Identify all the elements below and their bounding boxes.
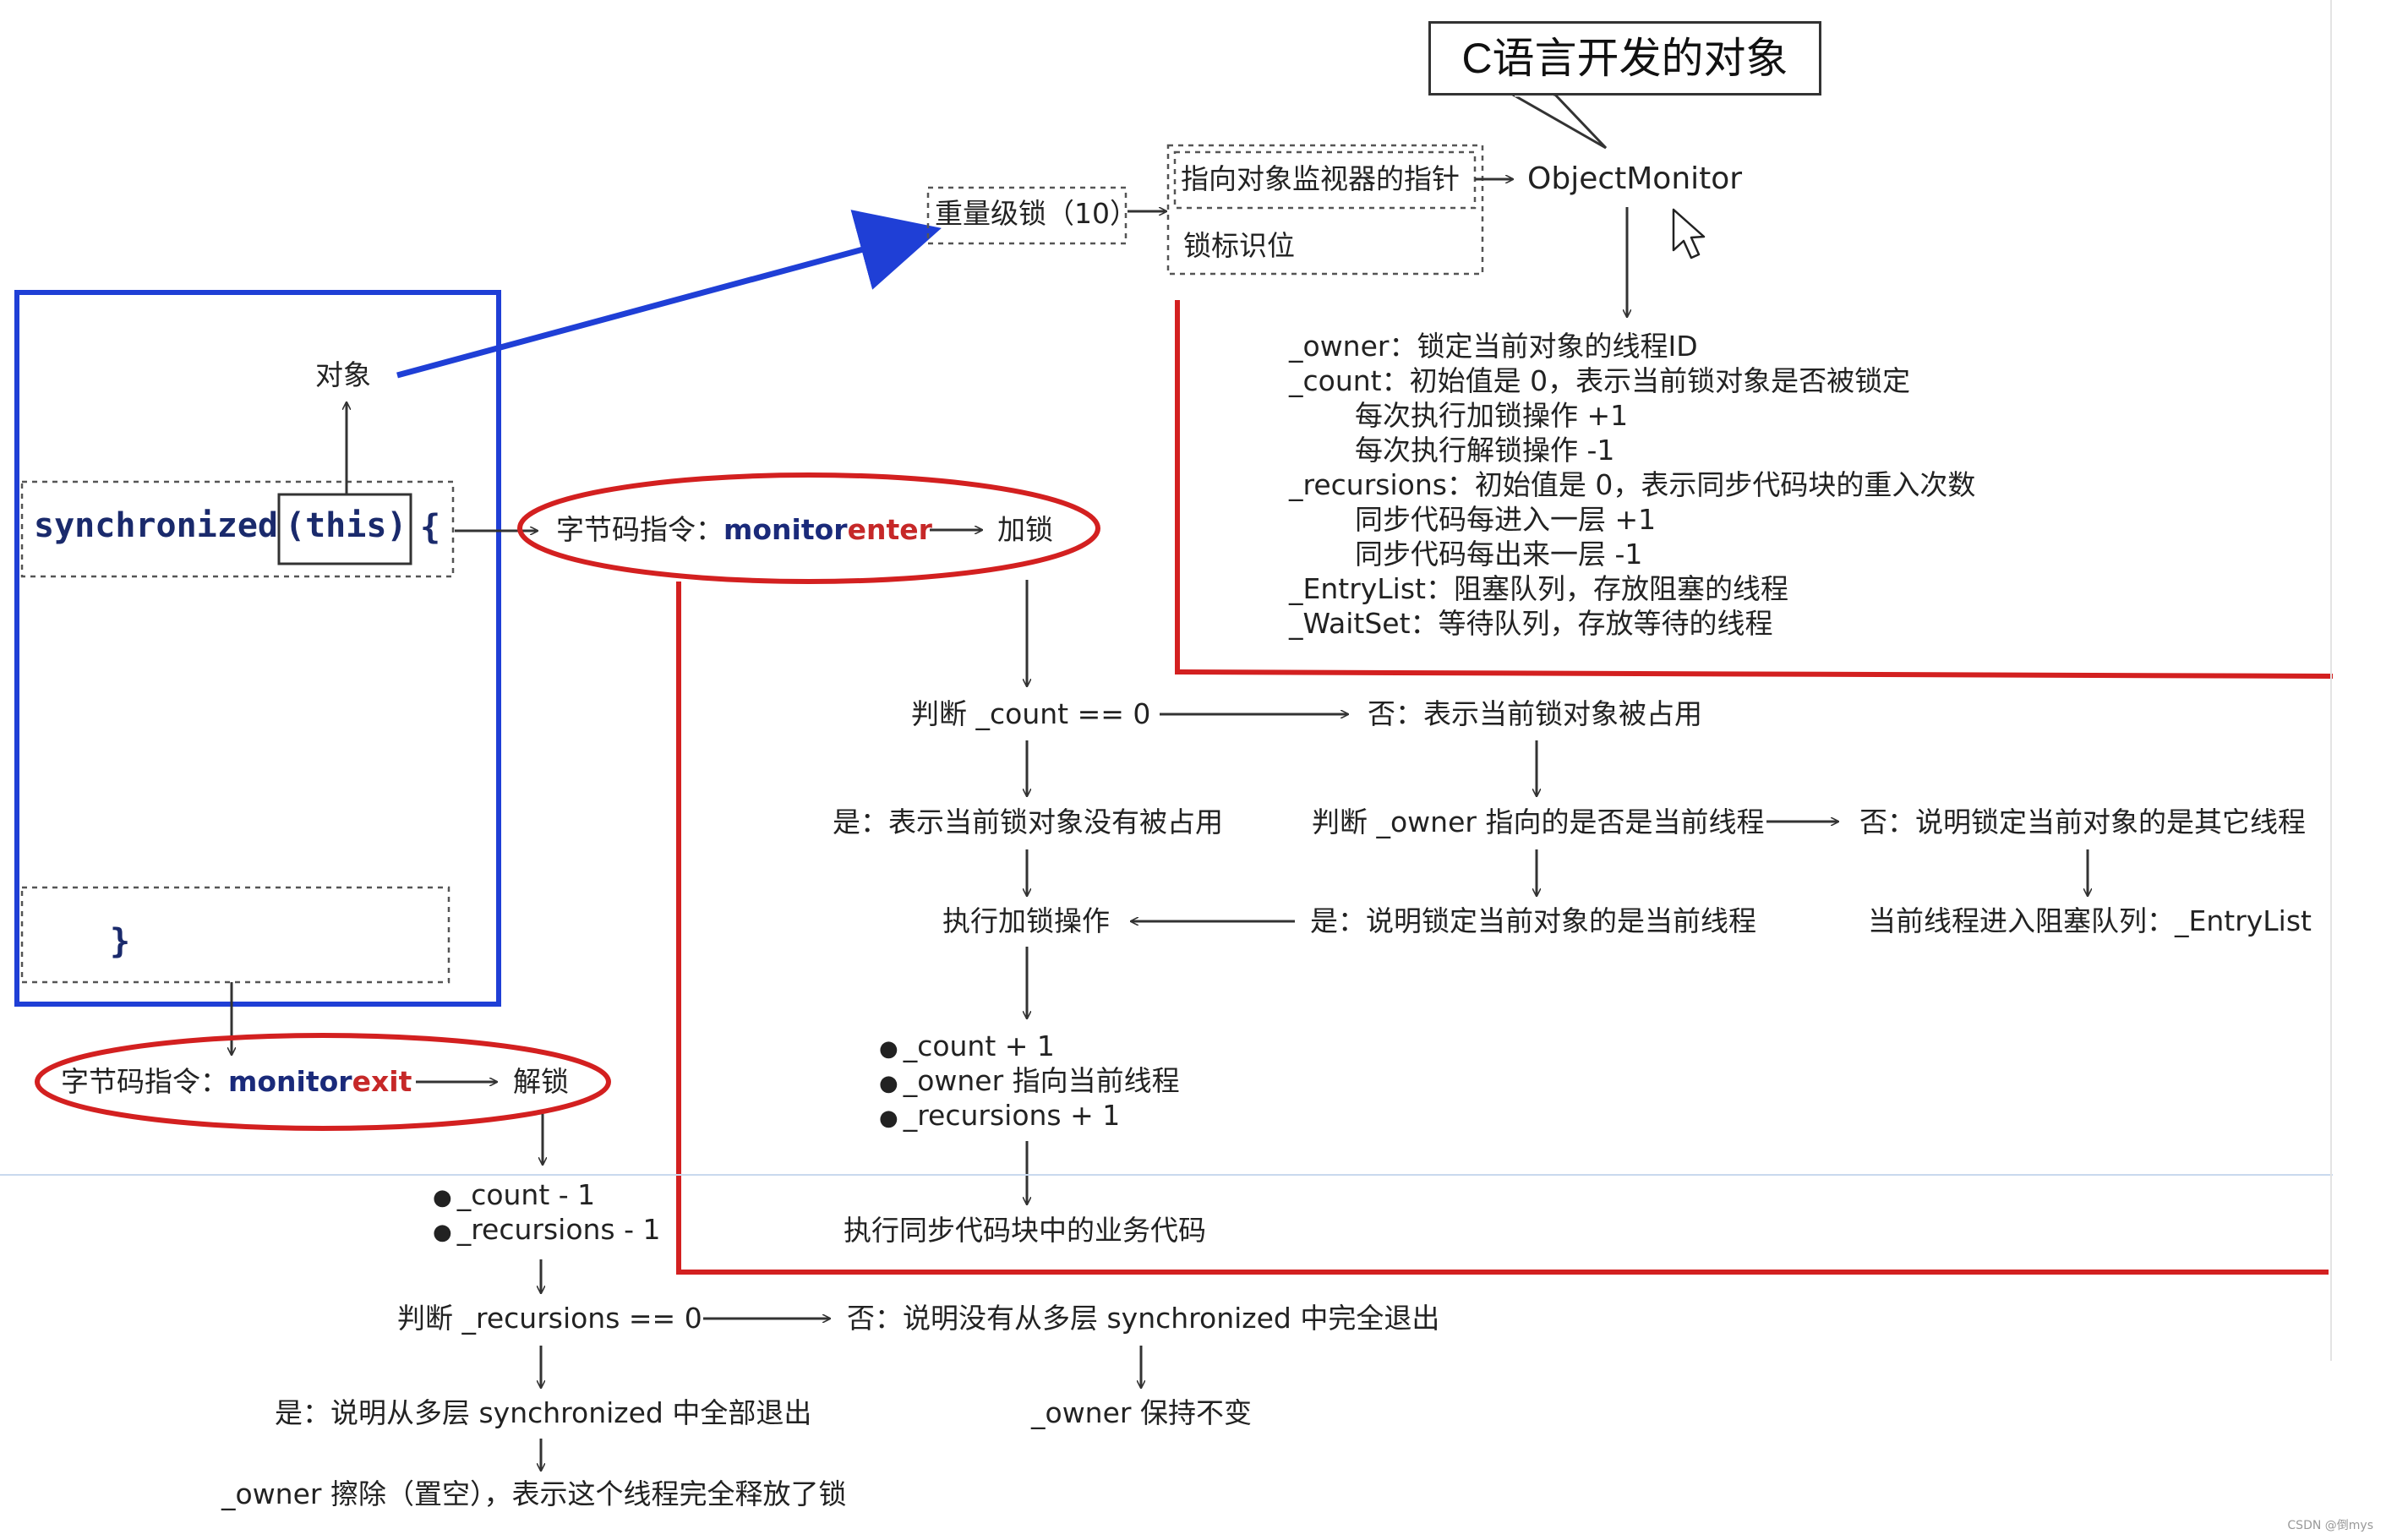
- this-box: [277, 493, 412, 565]
- synchronized-keyword: synchronized: [34, 506, 278, 545]
- monitor-field: 每次执行解锁操作 -1: [1355, 434, 1615, 467]
- mouse-cursor-icon: [1672, 208, 1706, 259]
- close-brace: }: [110, 922, 131, 961]
- enter-bracket-red: [676, 582, 2329, 1275]
- check-count: 判断 _count == 0: [911, 697, 1151, 730]
- object-to-lock-arrow: [396, 210, 942, 379]
- count-yes: 是：表示当前锁对象没有被占用: [833, 805, 1223, 838]
- callout-tail: [1508, 93, 1608, 150]
- sync-block-frame: [14, 290, 501, 1007]
- sync-close-box: [20, 886, 450, 984]
- monitor-bracket-red: [1175, 300, 2334, 679]
- monitorexit-instruction: 字节码指令：monitorexit: [61, 1065, 412, 1098]
- bullet-item: ●_count + 1: [879, 1029, 1055, 1062]
- monitor-field: _count：初始值是 0，表示当前锁对象是否被锁定: [1289, 364, 1911, 397]
- bullet-dot-icon: ●: [433, 1185, 452, 1210]
- monitor-field: _recursions：初始值是 0，表示同步代码块的重入次数: [1289, 468, 1976, 501]
- monitorexit-ellipse: [35, 1033, 611, 1131]
- count-no: 否：表示当前锁对象被占用: [1368, 697, 1702, 730]
- owner-clear: _owner 擦除（置空），表示这个线程完全释放了锁: [221, 1477, 847, 1510]
- mark-word-box: [1166, 144, 1484, 276]
- open-brace: {: [420, 508, 441, 547]
- monitor-field: _WaitSet：等待队列，存放等待的线程: [1289, 607, 1773, 640]
- object-label: 对象: [315, 358, 371, 391]
- monitorenter-instruction: 字节码指令：monitorenter: [556, 513, 932, 546]
- sync-open-box: [20, 480, 455, 578]
- check-recursions: 判断 _recursions == 0: [397, 1302, 702, 1335]
- owner-no: 否：说明锁定当前对象的是其它线程: [1859, 805, 2306, 838]
- bullet-item: ●_count - 1: [433, 1178, 596, 1211]
- lock-label: 加锁: [997, 513, 1053, 546]
- bullet-dot-icon: ●: [433, 1220, 452, 1245]
- run-business-code: 执行同步代码块中的业务代码: [844, 1214, 1206, 1247]
- this-argument: (this): [285, 506, 407, 545]
- monitor-pointer-label: 指向对象监视器的指针: [1181, 162, 1460, 195]
- bullet-dot-icon: ●: [879, 1036, 898, 1062]
- bullet-item: ●_owner 指向当前线程: [879, 1064, 1180, 1097]
- monitor-field: 同步代码每进入一层 +1: [1355, 503, 1657, 536]
- bullet-dot-icon: ●: [879, 1106, 898, 1131]
- heavy-lock-box: [926, 186, 1128, 245]
- monitor-field: 同步代码每出来一层 -1: [1355, 538, 1643, 571]
- monitor-field: 每次执行加锁操作 +1: [1355, 399, 1629, 432]
- lock-flag-label: 锁标识位: [1183, 229, 1295, 262]
- check-owner: 判断 _owner 指向的是否是当前线程: [1312, 805, 1765, 838]
- owner-keep: _owner 保持不变: [1031, 1396, 1252, 1429]
- monitorenter-ellipse: [517, 472, 1100, 584]
- bullet-item: ●_recursions + 1: [879, 1099, 1121, 1132]
- recursions-no: 否：说明没有从多层 synchronized 中完全退出: [847, 1302, 1440, 1335]
- bullet-dot-icon: ●: [879, 1071, 898, 1096]
- recursions-yes: 是：说明从多层 synchronized 中全部退出: [275, 1396, 812, 1429]
- do-lock: 执行加锁操作: [942, 904, 1110, 937]
- monitor-field: _owner：锁定当前对象的线程ID: [1289, 330, 1698, 363]
- monitor-field: _EntryList：阻塞队列，存放阻塞的线程: [1289, 572, 1788, 605]
- unlock-label: 解锁: [513, 1065, 569, 1098]
- bullet-item: ●_recursions - 1: [433, 1213, 661, 1246]
- owner-yes: 是：说明锁定当前对象的是当前线程: [1310, 904, 1756, 937]
- callout-c-object: C语言开发的对象: [1428, 21, 1821, 96]
- watermark: CSDN @倒mys: [2287, 1519, 2373, 1532]
- enter-queue: 当前线程进入阻塞队列：_EntryList: [1868, 904, 2312, 937]
- heavy-lock-label: 重量级锁（10）: [935, 197, 1138, 230]
- object-monitor-label: ObjectMonitor: [1527, 161, 1743, 196]
